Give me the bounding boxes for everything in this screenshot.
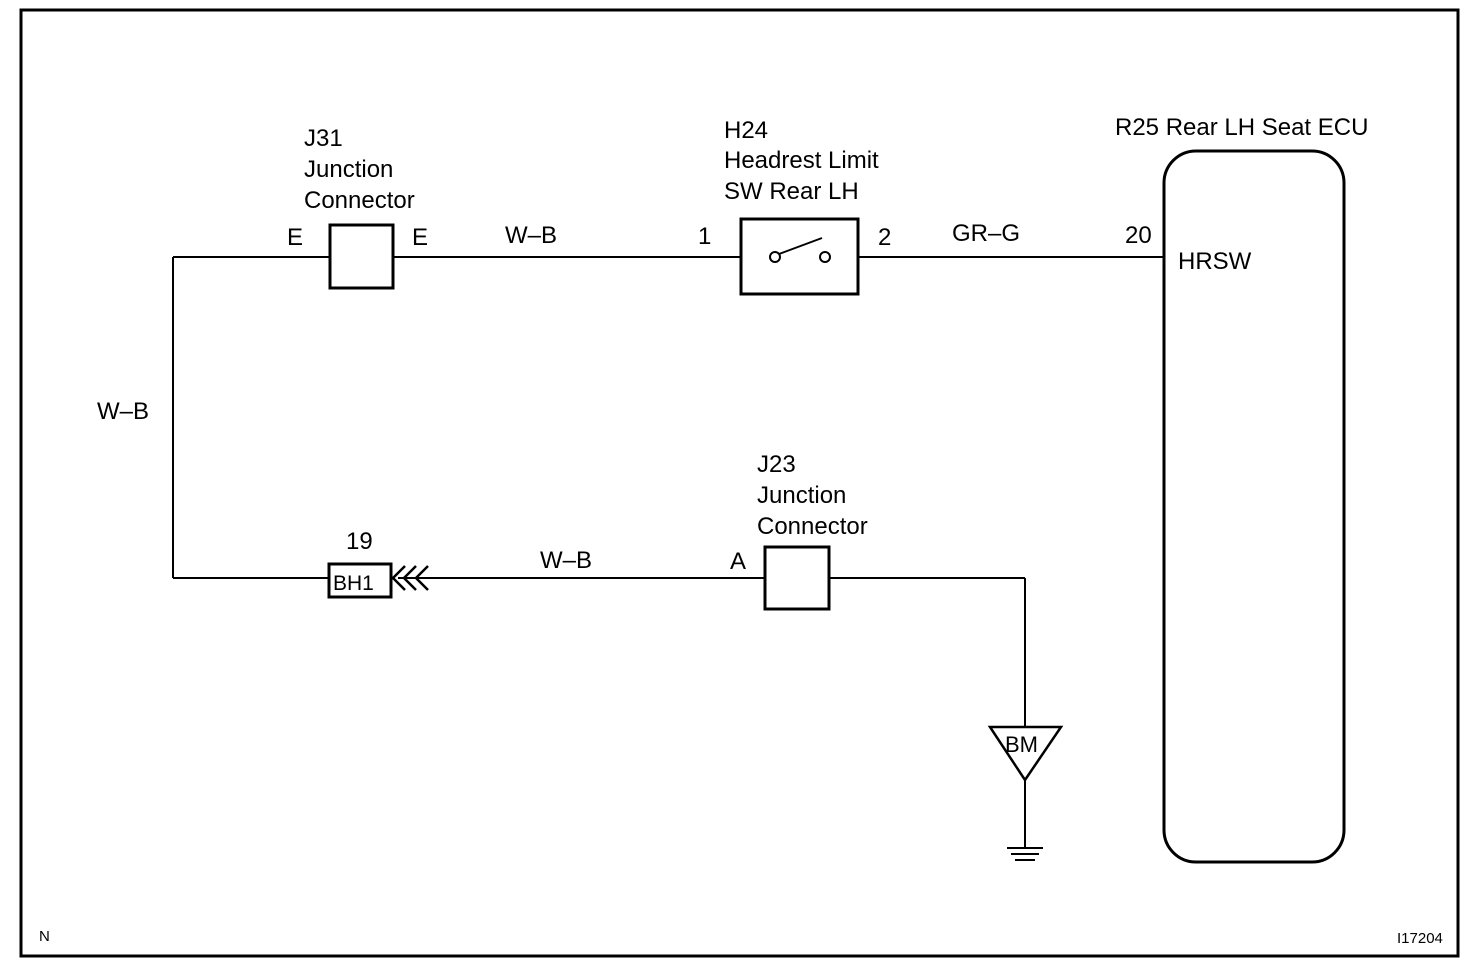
- j31-connector-box: [328, 223, 395, 290]
- j31-id: J31: [304, 125, 343, 152]
- wire-label-top-right: GR–G: [952, 220, 1020, 247]
- switch-symbol-icon: [769, 237, 831, 263]
- ecu-title: R25 Rear LH Seat ECU: [1115, 114, 1368, 141]
- wires: [172, 256, 1165, 848]
- j23-line2: Connector: [757, 513, 868, 540]
- wire-label-left: W–B: [97, 398, 149, 425]
- corner-label-left: N: [39, 928, 50, 945]
- connector-chevron-icon: [391, 565, 429, 591]
- wire-label-top-left: W–B: [505, 222, 557, 249]
- ecu-pin: 20: [1125, 222, 1152, 249]
- switch-name-line2: SW Rear LH: [724, 178, 859, 205]
- ground-label: BM: [1005, 732, 1038, 757]
- j31-pin-right: E: [412, 224, 428, 251]
- diagram-frame: [19, 8, 1460, 958]
- j23-pin: A: [730, 548, 746, 575]
- bh1-label: BH1: [333, 572, 374, 595]
- ground-symbol-icon: [1007, 847, 1043, 861]
- switch-pin-in: 1: [698, 223, 711, 250]
- j23-connector-box: [763, 545, 831, 611]
- bh1-pin: 19: [346, 528, 373, 555]
- bh1-connector-box: [327, 562, 393, 599]
- j23-line1: Junction: [757, 482, 846, 509]
- h24-switch-box: [739, 217, 860, 296]
- j31-line1: Junction: [304, 156, 393, 183]
- wire-label-bottom: W–B: [540, 547, 592, 574]
- j31-line2: Connector: [304, 187, 415, 214]
- j31-pin-left: E: [287, 224, 303, 251]
- ground-point-triangle: [987, 725, 1064, 783]
- switch-id: H24: [724, 117, 768, 144]
- switch-pin-out: 2: [878, 224, 891, 251]
- ecu-box: [1162, 149, 1346, 864]
- j23-id: J23: [757, 451, 796, 478]
- figure-code: I17204: [1397, 930, 1443, 947]
- ecu-terminal: HRSW: [1178, 248, 1252, 275]
- switch-name-line1: Headrest Limit: [724, 147, 879, 174]
